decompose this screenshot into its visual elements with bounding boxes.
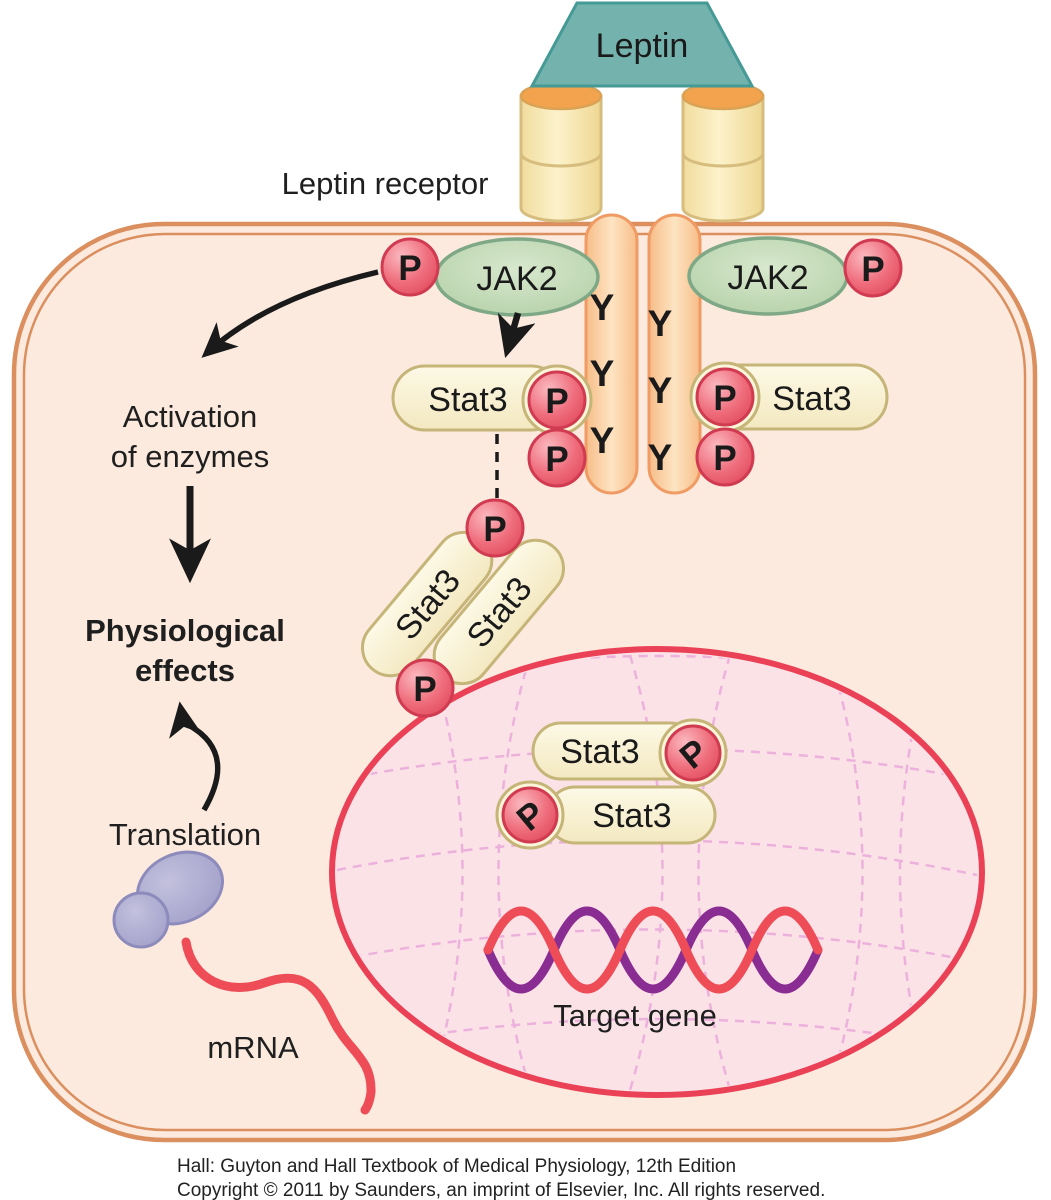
phosphate-label-2: P xyxy=(545,440,568,479)
receptor-stalk-right xyxy=(647,213,702,495)
tyrosine-y-6: Y xyxy=(648,437,673,478)
physiological-line1: Physiological xyxy=(85,613,285,648)
activation-of-enzymes-label: Activation of enzymes xyxy=(60,397,320,477)
arrow-jak2-to-activation xyxy=(201,269,379,358)
tyrosine-y-5: Y xyxy=(648,370,673,411)
leptin-ligand-shape xyxy=(529,1,755,88)
tyrosine-y-1: Y xyxy=(590,287,615,328)
activation-line2: of enzymes xyxy=(110,439,270,474)
phosphate-circle-1 xyxy=(527,370,587,430)
phosphate-label-3: P xyxy=(713,379,736,418)
stat3-label-receptor-left: Stat3 xyxy=(428,381,507,419)
phosphate-circle-6 xyxy=(843,238,903,298)
dna-red-strand xyxy=(483,906,823,994)
arrow-jak2-to-stat3 xyxy=(497,312,536,358)
tyrosine-y-4: Y xyxy=(648,303,673,344)
footer-copyright-line: Copyright © 2011 by Saunders, an imprint… xyxy=(177,1180,826,1200)
leptin-receptor-label: Leptin receptor xyxy=(281,166,489,201)
stat3-label-receptor-right: Stat3 xyxy=(772,380,851,418)
phosphate-circle-5 xyxy=(380,237,440,297)
arrow-translation-to-effects xyxy=(169,701,221,812)
stat3-dimer-diagonal: Stat3 Stat3 xyxy=(361,530,565,686)
nucleus xyxy=(329,646,985,1098)
phosphate-label-4: P xyxy=(713,439,736,478)
leptin-label: Leptin xyxy=(596,27,689,65)
phosphate-label-5: P xyxy=(398,249,421,288)
cell-membrane-inner xyxy=(22,232,1027,1132)
receptor-barrel-right xyxy=(681,81,765,223)
phosphate-circle-4 xyxy=(695,427,755,487)
ribosome-icon xyxy=(112,850,225,949)
phosphate-circle-9 xyxy=(664,724,722,782)
footer-citation-line: Hall: Guyton and Hall Textbook of Medica… xyxy=(177,1156,737,1177)
phosphate-circle-10 xyxy=(501,786,559,844)
translation-label: Translation xyxy=(108,817,262,852)
jak2-right-label: JAK2 xyxy=(727,259,808,297)
receptor-stalk-left xyxy=(584,213,639,495)
stat3-label-nucleus-bottom: Stat3 xyxy=(592,797,671,835)
phosphate-circle-2 xyxy=(527,428,587,488)
tyrosine-y-3: Y xyxy=(590,420,615,461)
mrna-label: mRNA xyxy=(207,1030,299,1065)
receptor-barrel-left xyxy=(519,81,603,223)
target-gene-label: Target gene xyxy=(553,998,717,1033)
jak2-left-label: JAK2 xyxy=(476,260,557,298)
phosphate-circle-3 xyxy=(695,367,755,427)
phosphate-label-1: P xyxy=(545,382,568,421)
stat3-label-nucleus-top: Stat3 xyxy=(560,733,639,771)
activation-line1: Activation xyxy=(122,399,258,434)
mrna-strand xyxy=(181,937,376,1115)
phosphate-circle-8 xyxy=(395,658,455,718)
phosphate-label-7: P xyxy=(483,510,506,549)
physiological-line2: effects xyxy=(135,653,235,688)
tyrosine-y-2: Y xyxy=(590,353,615,394)
phosphate-label-8: P xyxy=(413,670,436,709)
phosphate-label-6: P xyxy=(861,250,884,289)
phosphate-circle-7 xyxy=(465,498,525,558)
dna-purple-strand xyxy=(483,906,823,994)
physiological-effects-label: Physiological effects xyxy=(60,611,310,691)
